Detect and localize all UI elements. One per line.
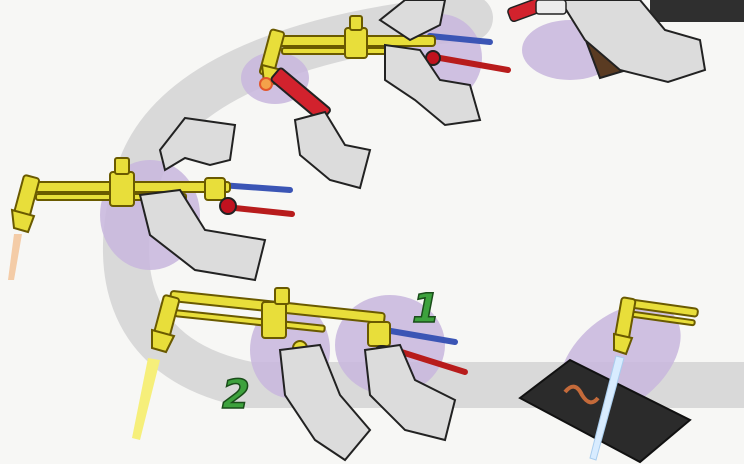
flame-icon [8, 234, 22, 280]
top-right-hand-scene [507, 0, 744, 82]
step-label-2: 2 [222, 372, 250, 418]
striker-body [536, 0, 566, 14]
flame-icon [260, 78, 272, 90]
gloved-hand-icon [295, 112, 370, 188]
dark-sleeve [650, 0, 744, 22]
valve-knob [220, 198, 236, 214]
step-label-1: 1 [412, 286, 440, 332]
flame-icon [132, 358, 160, 440]
fuel-hose [235, 208, 292, 214]
